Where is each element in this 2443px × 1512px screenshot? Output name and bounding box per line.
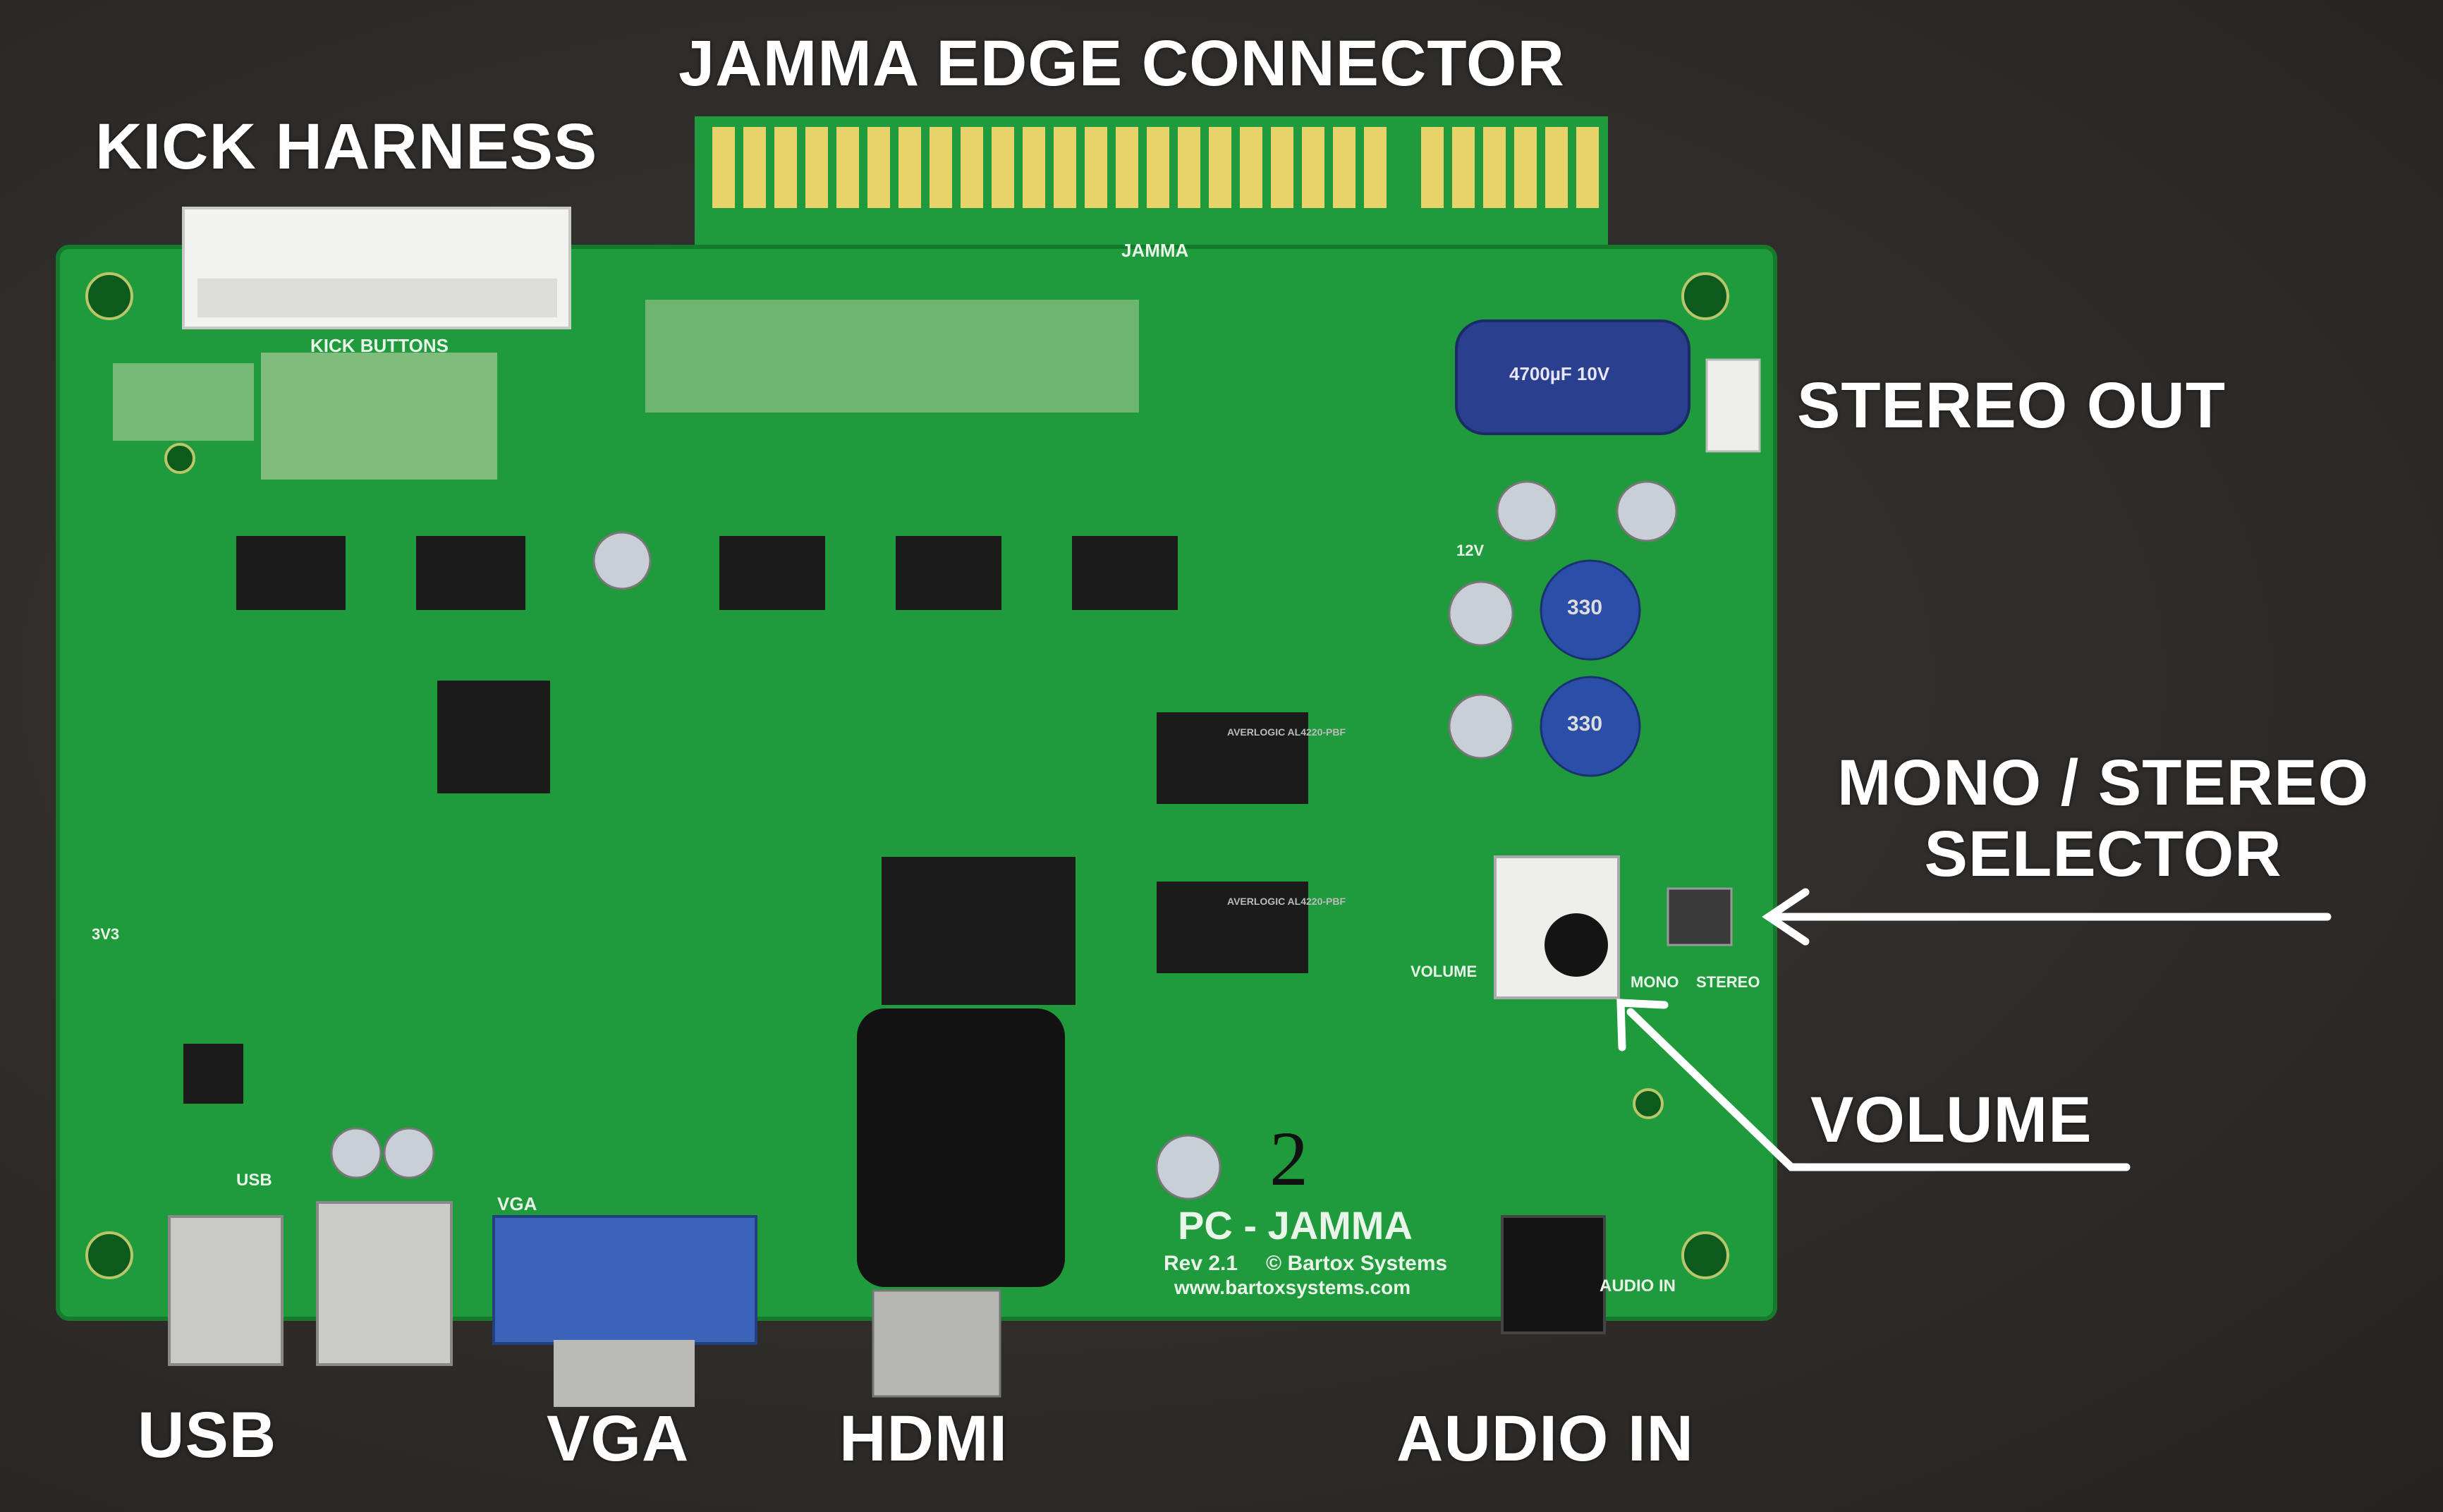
- label-jamma-edge-connector: JAMMA EDGE CONNECTOR: [678, 28, 1565, 99]
- jamma-edge-connector: [695, 116, 1608, 257]
- blue-capacitors-330: [1540, 559, 1641, 777]
- silk-cap-value: 4700µF 10V: [1509, 363, 1610, 384]
- silk-board-number: 2: [1269, 1116, 1308, 1202]
- silk-cap-330-b: 330: [1567, 712, 1603, 736]
- edge-finger: [1483, 127, 1506, 208]
- edge-finger: [1116, 127, 1138, 208]
- edge-finger: [1302, 127, 1324, 208]
- silk-mono: MONO: [1631, 973, 1679, 991]
- volume-arrow: [1616, 999, 2131, 1171]
- label-kick-harness: KICK HARNESS: [95, 111, 598, 183]
- edge-finger: [774, 127, 797, 208]
- silk-copyright: © Bartox Systems: [1266, 1252, 1448, 1275]
- silk-cap-330-a: 330: [1567, 596, 1603, 619]
- label-audio-in: AUDIO IN: [1396, 1403, 1694, 1475]
- edge-finger: [1364, 127, 1387, 208]
- silk-board-name: PC - JAMMA: [1178, 1203, 1413, 1248]
- edge-finger: [1178, 127, 1200, 208]
- audio-in-jack: [1501, 1215, 1606, 1334]
- silk-jamma: JAMMA: [1121, 240, 1189, 261]
- volume-potentiometer: [1494, 855, 1620, 999]
- silk-kick-buttons: KICK BUTTONS: [310, 335, 449, 356]
- silk-12v: 12V: [1456, 542, 1485, 559]
- silk-stereo: STEREO: [1696, 973, 1760, 991]
- vga-connector-body: [492, 1215, 757, 1407]
- silk-website: www.bartoxsystems.com: [1174, 1276, 1411, 1298]
- label-hdmi: HDMI: [839, 1403, 1009, 1475]
- label-volume: VOLUME: [1810, 1084, 2092, 1156]
- edge-finger: [1085, 127, 1107, 208]
- silk-chip-marking-2: AVERLOGIC AL4220-PBF: [1227, 896, 1346, 907]
- label-mono-stereo-line2: SELECTOR: [1924, 818, 2282, 891]
- edge-finger: [836, 127, 859, 208]
- edge-finger: [1240, 127, 1262, 208]
- label-mono-stereo-selector: MONO / STEREO SELECTOR: [1837, 747, 2370, 891]
- label-stereo-out: STEREO OUT: [1797, 370, 2226, 441]
- label-mono-stereo-line1: MONO / STEREO: [1837, 747, 2370, 819]
- edge-finger: [867, 127, 890, 208]
- edge-finger: [992, 127, 1014, 208]
- kick-harness-connector: [182, 207, 571, 329]
- mono-stereo-arrow: [1762, 888, 2332, 946]
- edge-finger: [961, 127, 983, 208]
- mono-stereo-switch: [1667, 887, 1733, 946]
- edge-finger: [712, 127, 735, 208]
- edge-finger: [1209, 127, 1231, 208]
- electrolytic-capacitors: [330, 480, 1678, 1200]
- ic-qfp: [183, 681, 1076, 1104]
- edge-finger: [1514, 127, 1537, 208]
- edge-finger: [898, 127, 921, 208]
- silk-usb: USB: [236, 1171, 272, 1190]
- ic-row-top: [236, 536, 1178, 610]
- edge-finger: [1576, 127, 1599, 208]
- silk-revision: Rev 2.1: [1164, 1252, 1238, 1275]
- edge-finger: [1054, 127, 1076, 208]
- edge-finger: [1271, 127, 1293, 208]
- edge-finger: [1545, 127, 1568, 208]
- silk-volume: VOLUME: [1411, 963, 1478, 980]
- label-usb: USB: [138, 1399, 277, 1471]
- label-vga: VGA: [547, 1403, 690, 1475]
- edge-finger: [930, 127, 952, 208]
- averlogic-chips: [1157, 712, 1308, 973]
- silk-vga: VGA: [497, 1193, 537, 1214]
- capacitor-4700uf: [1455, 319, 1690, 435]
- edge-finger: [1147, 127, 1169, 208]
- hdmi-module: [857, 1008, 1065, 1398]
- usb-connectors: [168, 1201, 453, 1366]
- edge-finger: [1023, 127, 1045, 208]
- edge-finger: [743, 127, 766, 208]
- edge-finger: [805, 127, 828, 208]
- silk-audio-in: AUDIO IN: [1600, 1276, 1676, 1295]
- silk-chip-marking-1: AVERLOGIC AL4220-PBF: [1227, 726, 1346, 738]
- stereo-out-connector: [1705, 358, 1761, 453]
- edge-finger: [1421, 127, 1444, 208]
- kick-buttons-pinfield: [113, 300, 1139, 480]
- silk-3v3: 3V3: [92, 925, 120, 943]
- edge-finger: [1333, 127, 1355, 208]
- edge-finger: [1452, 127, 1475, 208]
- mounting-holes: [85, 272, 1729, 1279]
